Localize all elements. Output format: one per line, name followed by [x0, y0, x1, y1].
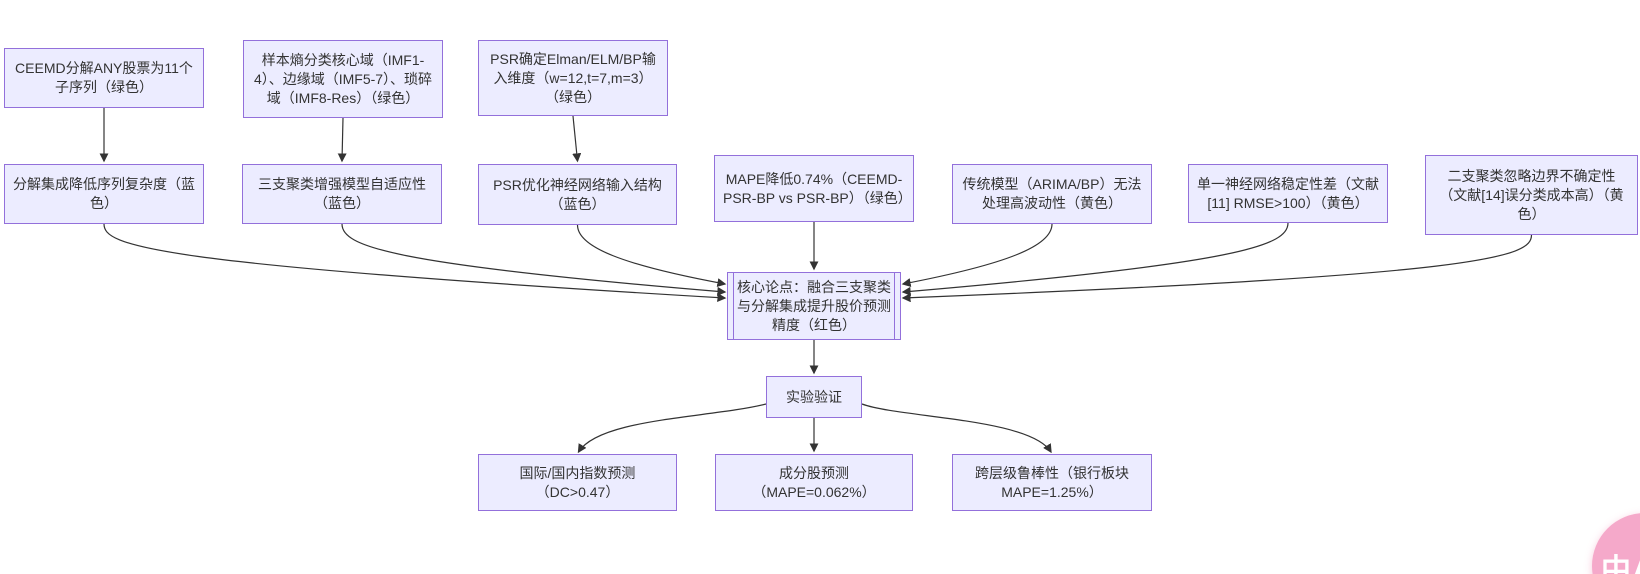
node-mape-reduction: MAPE降低0.74%（CEEMD-PSR-BP vs PSR-BP）（绿色） — [714, 155, 914, 222]
node-sample-entropy-classification: 样本熵分类核心域（IMF1-4）、边缘域（IMF5-7）、琐碎域（IMF8-Re… — [243, 40, 443, 118]
edge-E-K — [341, 223, 727, 296]
node-experimental-validation: 实验验证 — [766, 376, 862, 418]
edge-I-K — [901, 222, 1289, 296]
node-three-way-clustering-adaptivity-label: 三支聚类增强模型自适应性（蓝色） — [258, 176, 426, 211]
node-two-way-clustering-limitation: 二支聚类忽略边界不确定性（文献[14]误分类成本高）（黄色） — [1425, 155, 1638, 235]
node-three-way-clustering-adaptivity: 三支聚类增强模型自适应性（蓝色） — [242, 164, 442, 224]
translate-icon: 中A — [1601, 554, 1640, 574]
edge-L-M — [577, 403, 767, 454]
node-constituent-stock-prediction: 成分股预测（MAPE=0.062%） — [715, 454, 913, 511]
node-decomposition-reduces-complexity-label: 分解集成降低序列复杂度（蓝色） — [13, 176, 195, 211]
edge-H-K — [901, 223, 1053, 287]
node-index-prediction: 国际/国内指数预测（DC>0.47） — [478, 454, 677, 511]
node-sample-entropy-classification-label: 样本熵分类核心域（IMF1-4）、边缘域（IMF5-7）、琐碎域（IMF8-Re… — [253, 51, 433, 106]
node-traditional-model-limitation: 传统模型（ARIMA/BP）无法处理高波动性（黄色） — [952, 164, 1152, 224]
node-index-prediction-label: 国际/国内指数预测（DC>0.47） — [519, 464, 636, 500]
node-two-way-clustering-limitation-label: 二支聚类忽略边界不确定性（文献[14]误分类成本高）（黄色） — [1439, 167, 1624, 222]
node-experimental-validation-label: 实验验证 — [786, 388, 842, 405]
node-psr-optimizes-input-structure-label: PSR优化神经网络输入结构（蓝色） — [493, 176, 662, 212]
node-constituent-stock-prediction-label: 成分股预测（MAPE=0.062%） — [752, 464, 876, 500]
edge-L-O — [861, 403, 1052, 454]
node-psr-input-dimension-label: PSR确定Elman/ELM/BP输入维度（w=12,t=7,m=3）（绿色） — [490, 50, 656, 105]
edge-F-K — [576, 224, 727, 288]
node-core-thesis-label: 核心论点：融合三支聚类与分解集成提升股价预测精度（红色） — [737, 278, 891, 333]
edge-C-F — [572, 115, 582, 163]
edge-D-K — [103, 223, 727, 303]
node-psr-optimizes-input-structure: PSR优化神经网络输入结构（蓝色） — [478, 164, 677, 225]
node-ceemd-decomposition-label: CEEMD分解ANY股票为11个子序列（绿色） — [15, 60, 193, 95]
node-single-nn-instability-label: 单一神经网络稳定性差（文献[11] RMSE>100）（黄色） — [1197, 175, 1379, 211]
translate-float-button[interactable]: 中A — [1592, 513, 1640, 574]
node-core-thesis: 核心论点：融合三支聚类与分解集成提升股价预测精度（红色） — [727, 272, 901, 340]
node-traditional-model-limitation-label: 传统模型（ARIMA/BP）无法处理高波动性（黄色） — [962, 176, 1142, 211]
node-cross-level-robustness: 跨层级鲁棒性（银行板块 MAPE=1.25%） — [952, 454, 1152, 511]
node-mape-reduction-label: MAPE降低0.74%（CEEMD-PSR-BP vs PSR-BP）（绿色） — [723, 170, 912, 206]
node-single-nn-instability: 单一神经网络稳定性差（文献[11] RMSE>100）（黄色） — [1188, 164, 1388, 223]
node-cross-level-robustness-label: 跨层级鲁棒性（银行板块 MAPE=1.25%） — [975, 464, 1129, 500]
node-decomposition-reduces-complexity: 分解集成降低序列复杂度（蓝色） — [4, 164, 204, 224]
edge-B-E — [337, 117, 347, 163]
node-psr-input-dimension: PSR确定Elman/ELM/BP输入维度（w=12,t=7,m=3）（绿色） — [478, 40, 668, 116]
edge-J-K — [901, 234, 1533, 303]
node-ceemd-decomposition: CEEMD分解ANY股票为11个子序列（绿色） — [4, 48, 204, 108]
